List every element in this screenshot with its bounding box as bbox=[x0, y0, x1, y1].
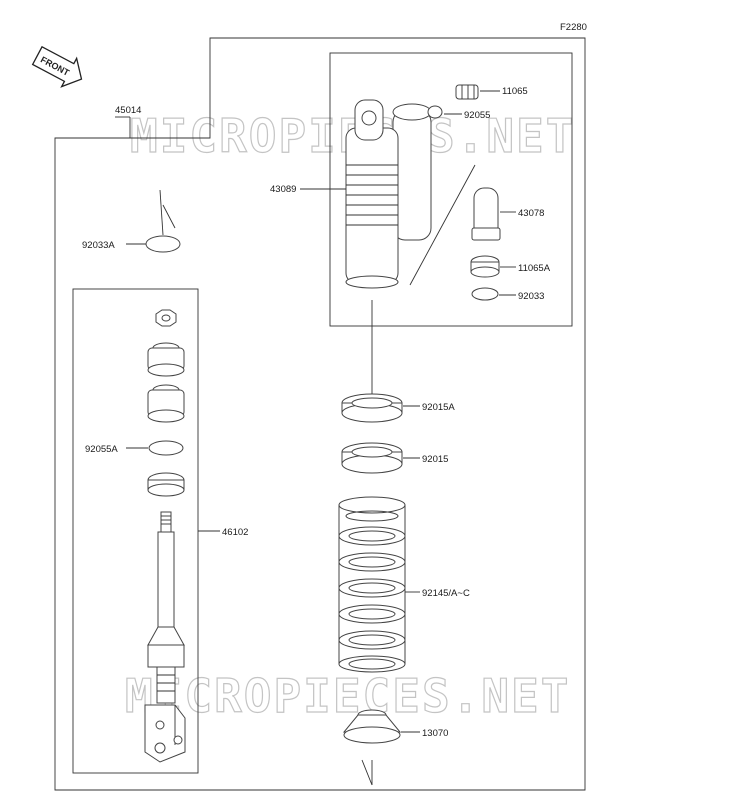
callout-assembly: 45014 bbox=[115, 105, 141, 116]
spring-seat-part bbox=[342, 709, 402, 744]
callout-ring-a: 92033A bbox=[82, 240, 115, 251]
shock-body-box bbox=[329, 52, 573, 327]
callout-oring: 92055 bbox=[464, 110, 490, 121]
seal-head-part bbox=[147, 384, 185, 423]
callout-valve: 11065 bbox=[502, 86, 528, 97]
rod-shaft-part bbox=[147, 511, 185, 704]
spring-nut-a-part bbox=[341, 393, 403, 423]
callout-spring: 92145/A~C bbox=[422, 588, 470, 599]
callout-nut: 92015 bbox=[422, 454, 448, 465]
valve-part bbox=[455, 84, 479, 100]
valve-a-part bbox=[470, 255, 500, 278]
watermark-bottom: MICROPIECES.NET bbox=[125, 669, 570, 723]
oring-a-part bbox=[148, 440, 184, 456]
reservoir-part bbox=[471, 187, 501, 241]
callout-ring: 92033 bbox=[518, 291, 544, 302]
assembly-outline bbox=[54, 37, 586, 791]
spring-nut-part bbox=[341, 442, 403, 474]
spring-part bbox=[338, 496, 406, 673]
callout-oring-a: 92055A bbox=[85, 444, 118, 455]
front-arrow-icon: FRONT bbox=[31, 45, 83, 88]
clevis-part bbox=[144, 704, 186, 763]
callout-rod: 46102 bbox=[222, 527, 248, 538]
ring-a-part bbox=[145, 235, 181, 253]
shock-body bbox=[345, 99, 432, 289]
callout-reservoir: 43078 bbox=[518, 208, 544, 219]
page-code: F2280 bbox=[560, 22, 587, 33]
callout-valve-a: 11065A bbox=[518, 263, 551, 274]
oring-part bbox=[427, 105, 443, 119]
rod-nut-part bbox=[155, 309, 177, 327]
ring-part bbox=[471, 287, 499, 301]
bumper-part bbox=[147, 472, 185, 497]
callout-seat: 13070 bbox=[422, 728, 448, 739]
piston-part bbox=[147, 342, 185, 377]
callout-nut-a: 92015A bbox=[422, 402, 455, 413]
callout-shock-body: 43089 bbox=[270, 184, 296, 195]
